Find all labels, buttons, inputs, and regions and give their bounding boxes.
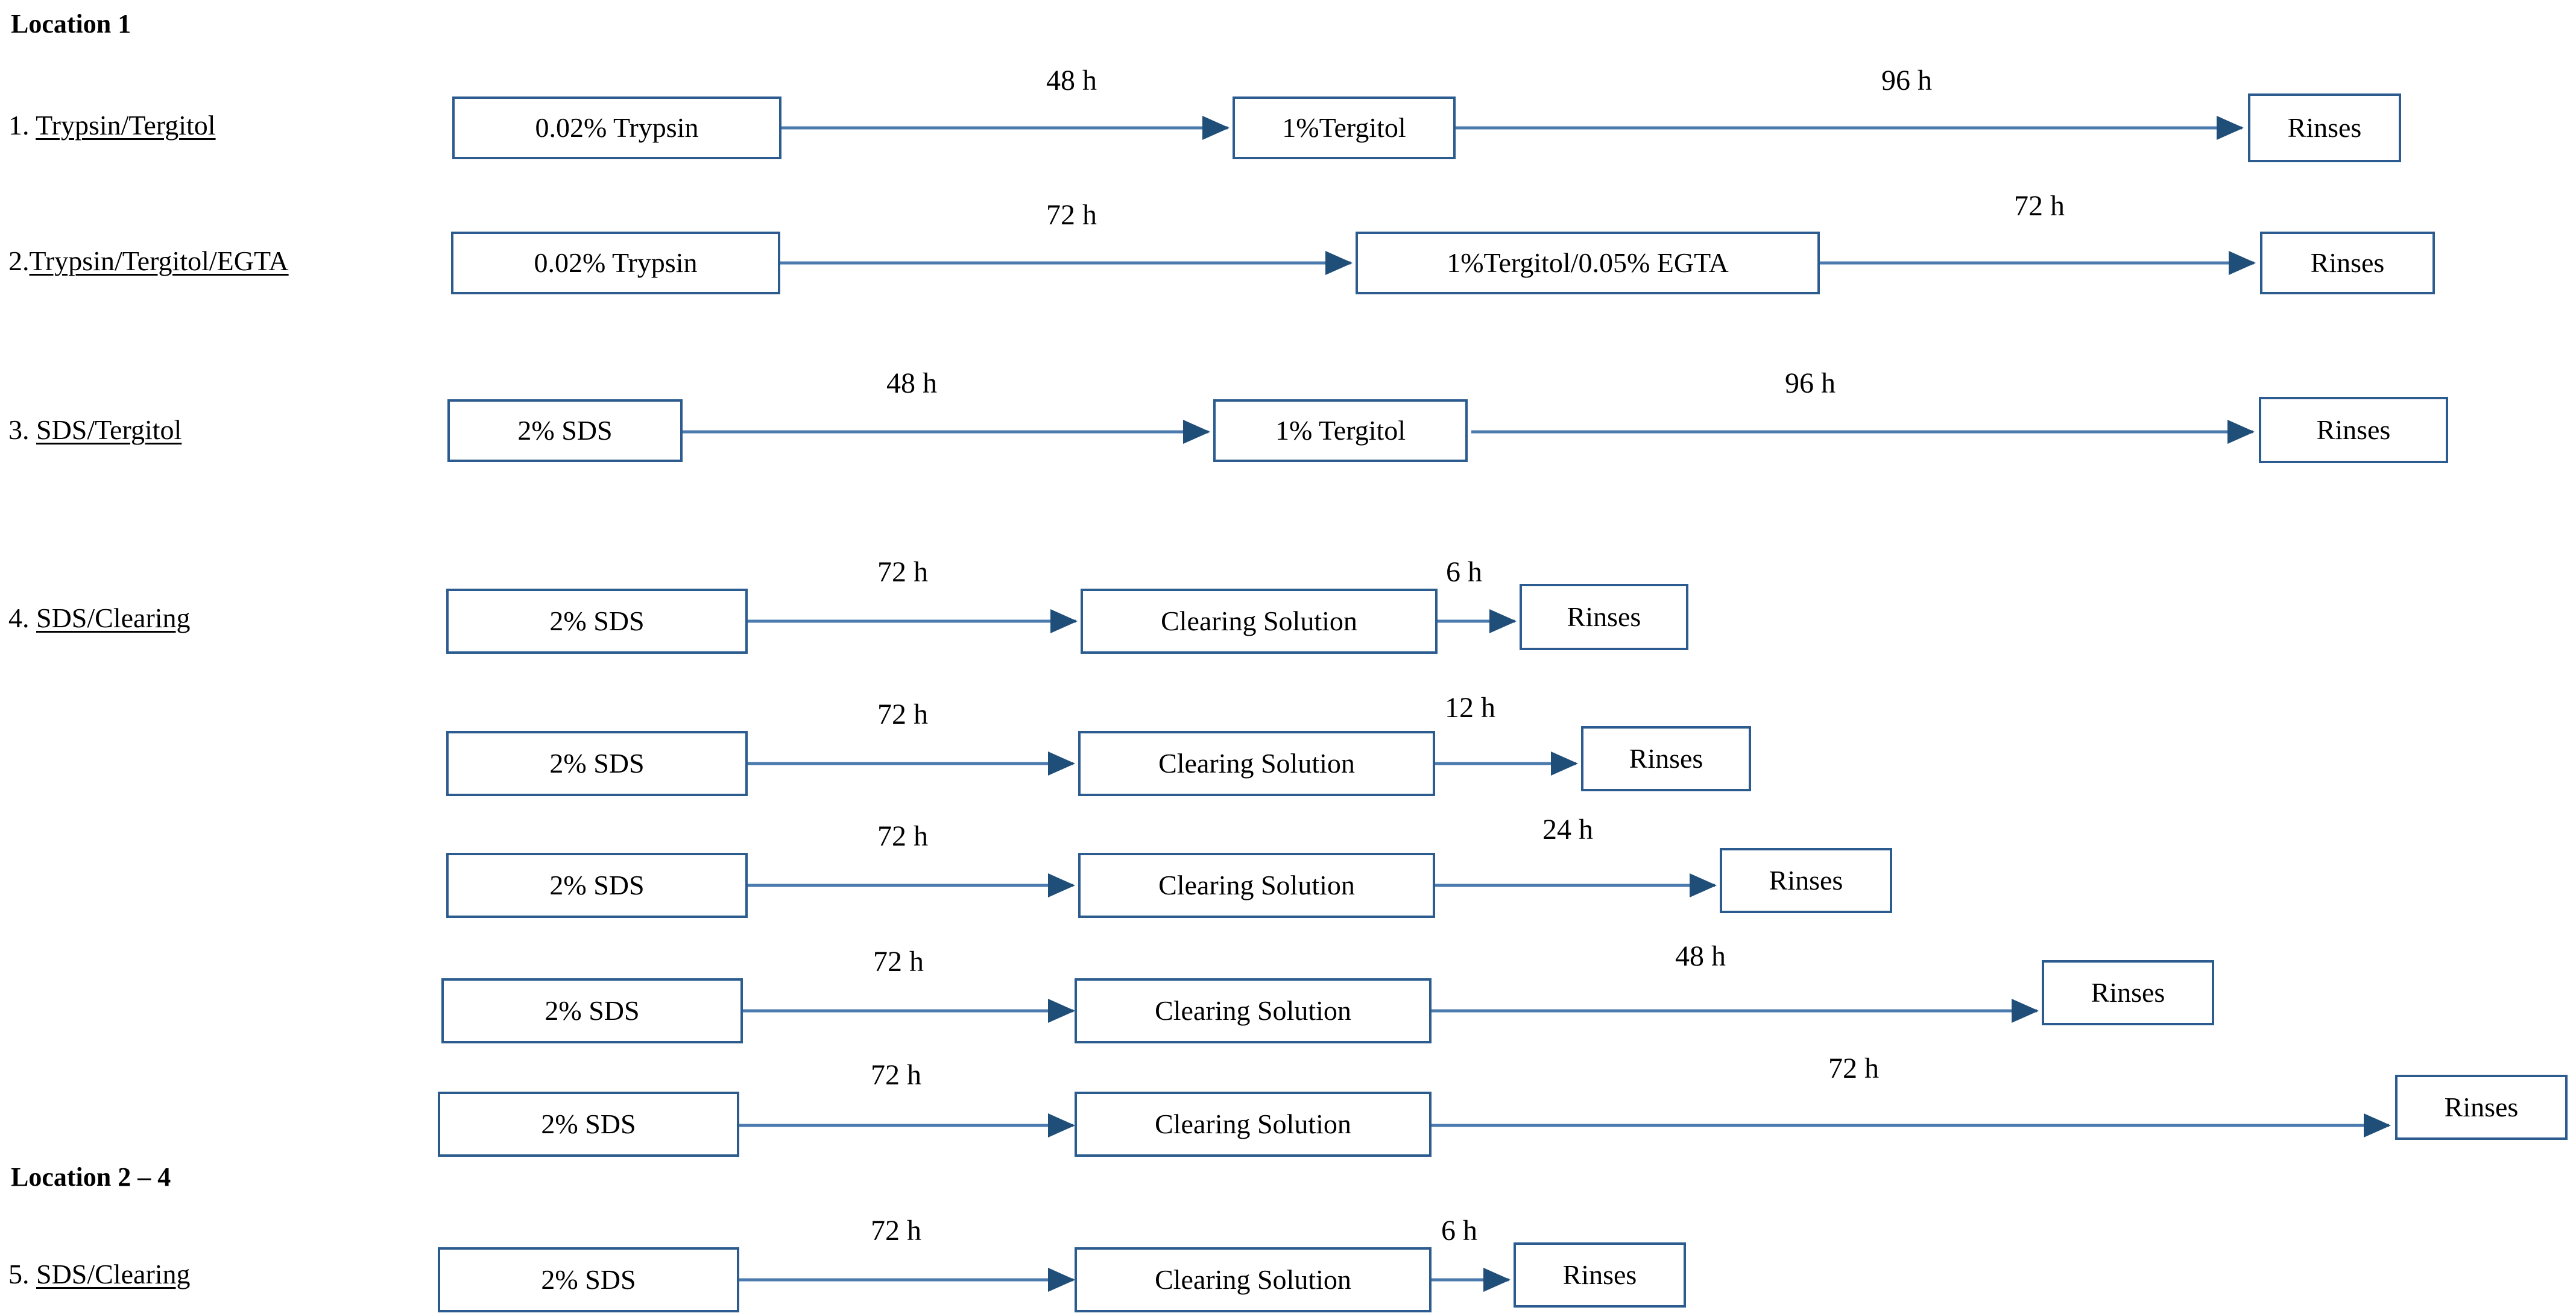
duration-row4d-step2: 48 h: [1675, 940, 1726, 972]
row-label-2-name: Trypsin/Tergitol/EGTA: [29, 245, 289, 276]
duration-row4e-step2: 72 h: [1828, 1052, 1879, 1084]
node-row4b-step1[interactable]: 2% SDS: [446, 731, 748, 796]
duration-row4e-step1: 72 h: [871, 1059, 921, 1091]
duration-row1-step1: 48 h: [1046, 65, 1097, 96]
node-row1-step3[interactable]: Rinses: [2248, 93, 2401, 162]
node-row5-step3[interactable]: Rinses: [1514, 1242, 1686, 1308]
node-row4b-step3[interactable]: Rinses: [1581, 726, 1751, 791]
duration-row3-step2: 96 h: [1785, 367, 1836, 399]
duration-row3-step1: 48 h: [886, 367, 937, 399]
row-label-3: 3. SDS/Tergitol: [8, 416, 182, 444]
node-row4d-step3[interactable]: Rinses: [2042, 960, 2214, 1025]
section-header-location-2-4: Location 2 – 4: [11, 1162, 171, 1192]
duration-row4c-step1: 72 h: [877, 820, 928, 852]
node-row4e-step2[interactable]: Clearing Solution: [1075, 1092, 1432, 1157]
duration-row4b-step1: 72 h: [877, 698, 928, 730]
row-label-2-number: 2.: [8, 245, 30, 276]
row-label-5: 5. SDS/Clearing: [8, 1261, 191, 1288]
node-row4c-step1[interactable]: 2% SDS: [446, 853, 748, 918]
duration-row5-step2: 6 h: [1441, 1215, 1477, 1247]
row-label-1: 1. Trypsin/Tergitol: [8, 112, 216, 139]
row-label-1-number: 1.: [8, 110, 30, 141]
row-label-4-name: SDS/Clearing: [36, 603, 191, 633]
row-label-5-name: SDS/Clearing: [36, 1259, 191, 1289]
node-row3-step2[interactable]: 1% Tergitol: [1213, 399, 1468, 462]
node-row5-step2[interactable]: Clearing Solution: [1075, 1247, 1432, 1312]
node-row2-step3[interactable]: Rinses: [2260, 232, 2435, 294]
node-row3-step1[interactable]: 2% SDS: [447, 399, 683, 462]
node-row4d-step1[interactable]: 2% SDS: [441, 978, 743, 1043]
node-row5-step1[interactable]: 2% SDS: [438, 1247, 739, 1312]
node-row4a-step3[interactable]: Rinses: [1520, 584, 1688, 650]
row-label-1-name: Trypsin/Tergitol: [36, 110, 216, 141]
node-row4b-step2[interactable]: Clearing Solution: [1078, 731, 1435, 796]
node-row2-step1[interactable]: 0.02% Trypsin: [451, 232, 780, 294]
duration-row4a-step1: 72 h: [877, 556, 928, 588]
duration-row5-step1: 72 h: [871, 1215, 921, 1247]
row-label-3-number: 3.: [8, 414, 30, 445]
row-label-5-number: 5.: [8, 1259, 30, 1289]
section-header-location-1: Location 1: [11, 9, 131, 39]
node-row4c-step2[interactable]: Clearing Solution: [1078, 853, 1435, 918]
row-label-4: 4. SDS/Clearing: [8, 604, 191, 632]
node-row4a-step2[interactable]: Clearing Solution: [1081, 589, 1438, 654]
duration-row1-step2: 96 h: [1881, 65, 1932, 96]
row-label-2: 2.Trypsin/Tergitol/EGTA: [8, 247, 289, 275]
row-label-3-name: SDS/Tergitol: [36, 414, 182, 445]
node-row1-step2[interactable]: 1%Tergitol: [1233, 96, 1456, 159]
duration-row4c-step2: 24 h: [1542, 814, 1593, 846]
node-row4c-step3[interactable]: Rinses: [1720, 848, 1892, 913]
node-row3-step3[interactable]: Rinses: [2259, 397, 2448, 463]
duration-row4a-step2: 6 h: [1446, 556, 1482, 588]
duration-row2-step1: 72 h: [1046, 199, 1097, 231]
node-row4d-step2[interactable]: Clearing Solution: [1075, 978, 1432, 1043]
row-label-4-number: 4.: [8, 603, 30, 633]
node-row1-step1[interactable]: 0.02% Trypsin: [452, 96, 781, 159]
duration-row4d-step1: 72 h: [873, 946, 924, 978]
node-row4a-step1[interactable]: 2% SDS: [446, 589, 748, 654]
node-row2-step2[interactable]: 1%Tergitol/0.05% EGTA: [1356, 232, 1820, 294]
duration-row2-step2: 72 h: [2014, 190, 2065, 222]
node-row4e-step1[interactable]: 2% SDS: [438, 1092, 739, 1157]
duration-row4b-step2: 12 h: [1445, 692, 1495, 724]
node-row4e-step3[interactable]: Rinses: [2395, 1075, 2568, 1140]
